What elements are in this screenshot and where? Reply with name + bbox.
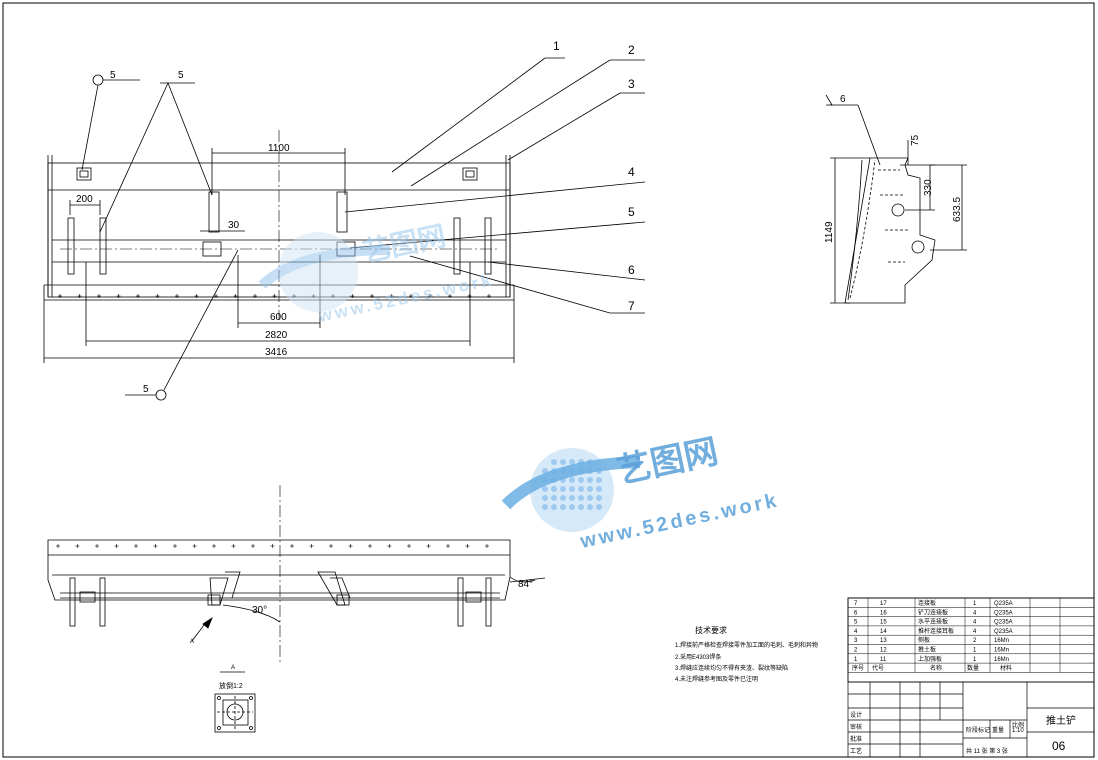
front-view bbox=[43, 57, 646, 401]
parts-row-name: 上加强板 bbox=[918, 655, 942, 663]
parts-row-name: 水平连接板 bbox=[918, 618, 948, 626]
parts-header-name: 名称 bbox=[930, 664, 942, 672]
dim-1100: 1100 bbox=[268, 143, 290, 154]
dim-200: 200 bbox=[76, 194, 93, 205]
tech-item-3: 3.焊缝应连续均匀不得有夹渣、裂纹等缺陷 bbox=[675, 664, 788, 672]
parts-row-no: 3 bbox=[854, 638, 858, 644]
dim-75: 75 bbox=[910, 134, 921, 146]
side-weld: 6 bbox=[840, 94, 846, 105]
view-mark-a: A bbox=[190, 639, 194, 645]
parts-row-material: Q235A bbox=[994, 629, 1013, 635]
parts-header-code: 代号 bbox=[872, 664, 884, 672]
callout-4: 4 bbox=[628, 165, 635, 179]
watermark-url-2: www.52des.work bbox=[316, 270, 495, 326]
watermark-brand-1: 艺图网 bbox=[614, 432, 722, 490]
scale: 1:10 bbox=[1012, 728, 1024, 734]
angle-84: 84° bbox=[518, 579, 533, 590]
parts-row-material: 16Mn bbox=[994, 657, 1009, 663]
weld-symbol-1: 5 bbox=[110, 70, 116, 81]
tech-item-1: 1.焊接前严格检查焊接零件加工面的毛刺、毛刺和异物 bbox=[675, 641, 818, 649]
drawing-no: 06 bbox=[1052, 739, 1066, 753]
parts-row-code: 16 bbox=[880, 610, 887, 616]
parts-row-no: 2 bbox=[854, 648, 858, 654]
callout-6: 6 bbox=[628, 263, 635, 277]
parts-row-material: Q235A bbox=[994, 601, 1013, 607]
label-approve: 批准 bbox=[850, 735, 862, 743]
tech-item-4: 4.未注焊缝参考图及零件已注明 bbox=[675, 675, 758, 683]
weld-symbol-3: 5 bbox=[143, 384, 149, 395]
parts-row-qty: 4 bbox=[973, 629, 977, 635]
callout-2: 2 bbox=[628, 43, 635, 57]
label-weight: 重量 bbox=[992, 726, 1004, 734]
parts-row-qty: 1 bbox=[973, 648, 977, 654]
parts-row-code: 14 bbox=[880, 629, 887, 635]
dim-1149: 1149 bbox=[824, 221, 835, 243]
parts-row-name: 铲刀连接板 bbox=[918, 608, 948, 616]
angle-30: 30° bbox=[252, 605, 267, 616]
drawing-name: 推土铲 bbox=[1046, 714, 1076, 727]
dim-633-5: 633.5 bbox=[952, 197, 963, 222]
dim-3416: 3416 bbox=[265, 347, 288, 358]
parts-row-name: 推杆连接耳板 bbox=[918, 627, 954, 635]
parts-header-material: 材料 bbox=[1000, 664, 1012, 672]
detail-title: 放倒1:2 bbox=[219, 681, 243, 690]
parts-row-material: 16Mn bbox=[994, 648, 1009, 654]
parts-row-code: 12 bbox=[880, 648, 887, 654]
watermark-logo-1 bbox=[501, 448, 641, 532]
callout-5: 5 bbox=[628, 205, 635, 219]
tech-title: 技术要求 bbox=[695, 625, 727, 635]
label-process: 工艺 bbox=[850, 747, 862, 755]
dim-30: 30 bbox=[228, 220, 240, 231]
parts-row-qty: 4 bbox=[973, 620, 977, 626]
label-stage: 阶段标记 bbox=[966, 726, 990, 734]
weld-symbol-2: 5 bbox=[178, 70, 184, 81]
label-check: 审核 bbox=[850, 723, 862, 731]
callout-1: 1 bbox=[553, 39, 560, 53]
parts-row-no: 6 bbox=[854, 610, 858, 616]
side-view bbox=[825, 94, 967, 304]
parts-row-name: 侧板 bbox=[918, 636, 930, 644]
dim-2820: 2820 bbox=[265, 330, 288, 341]
parts-row-qty: 2 bbox=[973, 638, 977, 644]
parts-row-code: 13 bbox=[880, 638, 887, 644]
parts-row-no: 1 bbox=[854, 657, 858, 663]
parts-row-qty: 1 bbox=[973, 601, 977, 607]
watermark-url-1: www.52des.work bbox=[577, 489, 781, 553]
label-design: 设计 bbox=[850, 711, 862, 719]
parts-row-material: Q235A bbox=[994, 620, 1013, 626]
callout-3: 3 bbox=[628, 77, 635, 91]
parts-row-material: Q235A bbox=[994, 610, 1013, 616]
watermark-brand-2: 艺图网 bbox=[360, 220, 449, 268]
parts-row-no: 7 bbox=[854, 601, 858, 607]
parts-row-name: 连接板 bbox=[918, 599, 936, 607]
parts-row-code: 11 bbox=[880, 657, 887, 663]
parts-row-material: 16Mn bbox=[994, 638, 1009, 644]
parts-row-code: 15 bbox=[880, 620, 887, 626]
parts-header-qty: 数量 bbox=[967, 664, 979, 672]
callout-7: 7 bbox=[628, 299, 635, 313]
plan-view bbox=[47, 485, 546, 665]
parts-row-no: 4 bbox=[854, 629, 858, 635]
sheet-info: 共 11 张 第 3 张 bbox=[966, 747, 1008, 755]
detail-mark: A bbox=[231, 665, 235, 671]
parts-row-name: 推土板 bbox=[918, 646, 936, 654]
parts-header-no: 序号 bbox=[852, 664, 864, 672]
label-ratio: 比例 bbox=[1012, 721, 1024, 729]
parts-row-qty: 1 bbox=[973, 657, 977, 663]
watermark-logo-2 bbox=[258, 232, 391, 312]
parts-row-qty: 4 bbox=[973, 610, 977, 616]
tech-item-2: 2.采用E4303焊条 bbox=[675, 653, 721, 661]
parts-row-no: 5 bbox=[854, 620, 858, 626]
detail-view bbox=[214, 671, 256, 733]
parts-row-code: 17 bbox=[880, 601, 887, 607]
dim-330: 330 bbox=[923, 179, 934, 196]
dim-600: 600 bbox=[270, 312, 287, 323]
